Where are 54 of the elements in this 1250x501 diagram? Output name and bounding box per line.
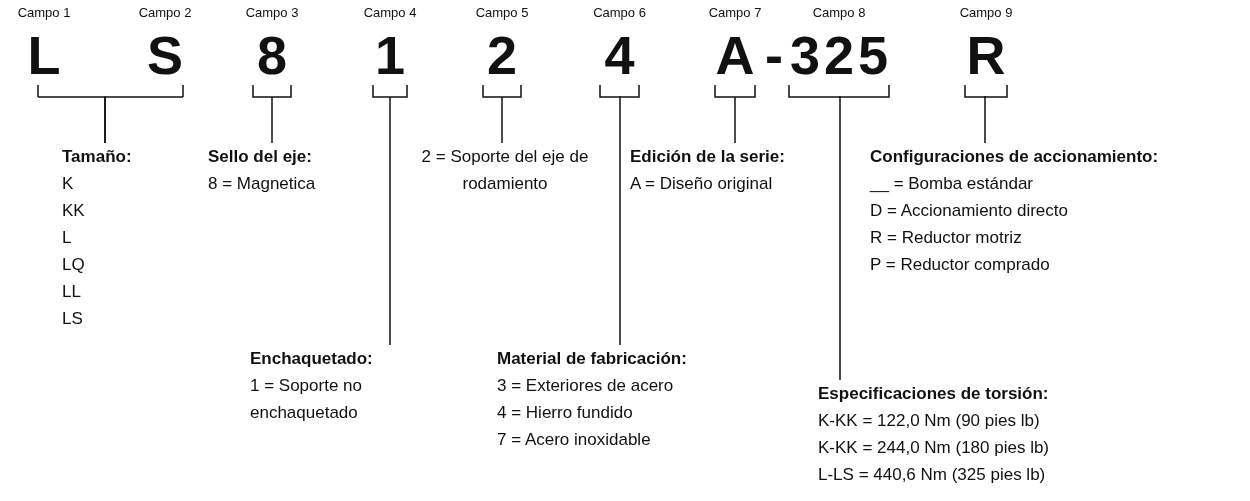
description-text: __ = Bomba estándar [870, 173, 1035, 195]
code-character: 8 [255, 28, 288, 82]
code-character: 325 [789, 28, 892, 82]
code-character: 2 [485, 28, 518, 82]
field-label: Campo 1 [17, 5, 71, 20]
field-label: Campo 7 [708, 5, 762, 20]
field-label: Campo 9 [959, 5, 1013, 20]
heading: Edición de la serie: [630, 146, 786, 168]
heading: Tamaño: [62, 146, 133, 168]
heading: Configuraciones de accionamiento: [870, 146, 1160, 168]
leader-line [984, 96, 987, 144]
description-text: LS [62, 308, 84, 330]
description-text: A = Diseño original [630, 173, 774, 195]
field-label: Campo 2 [138, 5, 192, 20]
heading: Enchaquetado: [250, 348, 374, 370]
description-text: 4 = Hierro fundido [497, 402, 634, 424]
description-text: K-KK = 122,0 Nm (90 pies lb) [818, 410, 1041, 432]
description-text: LL [62, 281, 82, 303]
heading: Sello del eje: [208, 146, 313, 168]
description-text: LQ [62, 254, 86, 276]
code-character: A [714, 28, 756, 82]
code-character: L [26, 28, 62, 82]
description-text: 1 = Soporte no enchaquetado [250, 375, 363, 424]
leader-line [838, 96, 841, 381]
leader-line [501, 96, 503, 144]
code-character: 1 [373, 28, 406, 82]
description-text: 3 = Exteriores de acero [497, 375, 675, 397]
description-text: K [62, 173, 75, 195]
description-text: P = Reductor comprado [870, 254, 1051, 276]
field-label: Campo 5 [475, 5, 529, 20]
description-text: 2 = Soporte del eje de rodamiento [420, 146, 590, 195]
code-character: - [764, 28, 784, 82]
heading: Especificaciones de torsión: [818, 383, 1050, 405]
description-text: D = Accionamiento directo [870, 200, 1069, 222]
leader-line [104, 96, 184, 144]
heading: Material de fabricación: [497, 348, 688, 370]
description-text: 7 = Acero inoxidable [497, 429, 652, 451]
description-text: L [62, 227, 73, 249]
leader-line [271, 96, 273, 144]
field-label: Campo 8 [812, 5, 866, 20]
leader-line [734, 96, 736, 144]
leader-line [618, 96, 621, 346]
field-label: Campo 3 [245, 5, 299, 20]
code-character: 4 [603, 28, 636, 82]
leader-line [389, 96, 391, 346]
description-text: 8 = Magnetica [208, 173, 317, 195]
field-label: Campo 4 [363, 5, 417, 20]
code-character: S [146, 28, 184, 82]
description-text: KK [62, 200, 86, 222]
code-character: R [965, 28, 1007, 82]
description-text: R = Reductor motriz [870, 227, 1023, 249]
description-text: L-LS = 440,6 Nm (325 pies lb) [818, 464, 1047, 486]
description-text: K-KK = 244,0 Nm (180 pies lb) [818, 437, 1051, 459]
field-label: Campo 6 [593, 5, 646, 20]
